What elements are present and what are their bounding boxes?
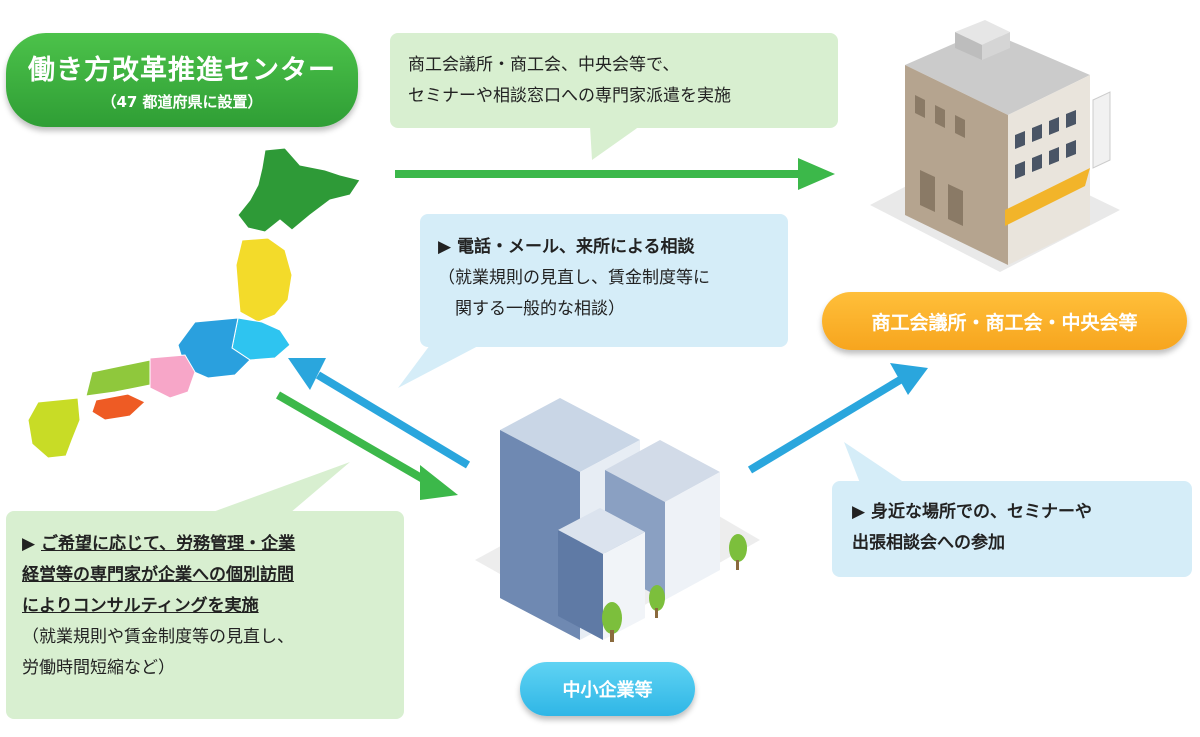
sme-label-text: 中小企業等: [562, 680, 653, 701]
bubble-heading-text: 経営等の専門家が企業への個別訪問: [22, 565, 294, 585]
arrow-sme-to-center: [288, 358, 471, 469]
bubble-line: 出張相談会への参加: [852, 533, 1005, 553]
bubble-line: （就業規則の見直し、賃金制度等に: [438, 268, 710, 288]
center-subtitle: （47 都道府県に設置）: [101, 93, 263, 111]
bubble-tail-seminar: [844, 442, 905, 483]
arrow-center-to-chamber: [395, 158, 835, 190]
tree-icon: [602, 534, 747, 642]
bubble-heading-text: によりコンサルティングを実施: [22, 596, 259, 616]
bubble-heading-text: ご希望に応じて、労務管理・企業: [41, 534, 296, 554]
bubble-marker: ▶: [22, 534, 41, 554]
chamber-of-commerce-label: 商工会議所・商工会・中央会等: [822, 292, 1187, 350]
bubble-seminar-participation: ▶ 身近な場所での、セミナーや 出張相談会への参加: [832, 481, 1192, 577]
work-style-reform-center-label: 働き方改革推進センター （47 都道府県に設置）: [6, 33, 358, 127]
bubble-line: セミナーや相談窓口への専門家派遣を実施: [408, 86, 731, 106]
arrow-center-to-sme: [275, 391, 458, 500]
bubble-line: （就業規則や賃金制度等の見直し、: [22, 627, 294, 647]
japan-map-icon: [27, 147, 361, 459]
bubble-tail-consult: [398, 345, 480, 388]
sme-label: 中小企業等: [520, 662, 695, 716]
bubble-line: 商工会議所・商工会、中央会等で、: [408, 55, 680, 75]
bubble-line: 労働時間短縮など）: [22, 658, 175, 678]
bubble-individual-visit: ▶ ご希望に応じて、労務管理・企業 経営等の専門家が企業への個別訪問 によりコン…: [6, 511, 404, 719]
center-title: 働き方改革推進センター: [28, 55, 336, 86]
bubble-tail-chamber-seminar: [590, 126, 640, 160]
bubble-line: 関する一般的な相談）: [438, 299, 625, 319]
chamber-label: 商工会議所・商工会・中央会等: [871, 311, 1138, 334]
bubble-chamber-seminar: 商工会議所・商工会、中央会等で、 セミナーや相談窓口への専門家派遣を実施: [390, 33, 838, 128]
arrow-sme-to-chamber: [747, 363, 928, 474]
bubble-consultation: ▶ 電話・メール、来所による相談 （就業規則の見直し、賃金制度等に 関する一般的…: [420, 214, 788, 347]
bubble-heading: ▶ 電話・メール、来所による相談: [438, 237, 695, 257]
bubble-heading-line: ▶ ご希望に応じて、労務管理・企業: [22, 529, 402, 560]
office-buildings-icon: [475, 398, 760, 642]
bubble-line: ▶ 身近な場所での、セミナーや: [852, 502, 1092, 522]
building-icon: [870, 20, 1120, 272]
bubble-tail-visit: [210, 462, 350, 513]
